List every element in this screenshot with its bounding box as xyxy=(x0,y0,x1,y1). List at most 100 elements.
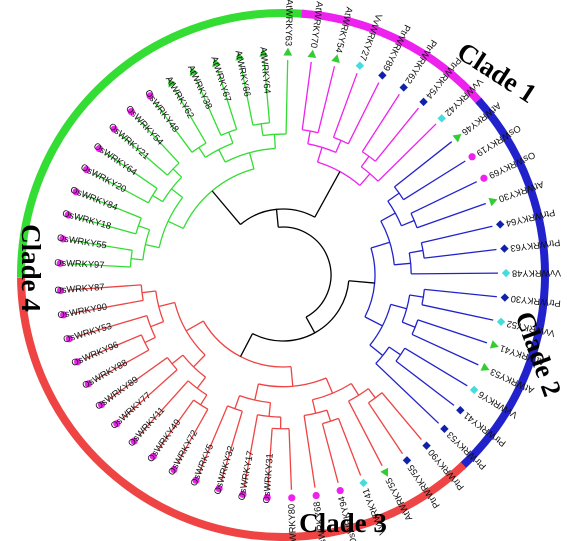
clade-4-branch-arc xyxy=(140,334,150,351)
clade-3-branch-arc xyxy=(410,213,418,228)
leaf-marker-triangle xyxy=(259,48,269,57)
clade-3-branch xyxy=(404,347,468,387)
clade-4-branch-arc xyxy=(155,290,165,322)
backbone-branch xyxy=(314,171,341,218)
clade-3-branch xyxy=(403,160,466,201)
leaf-marker-circle xyxy=(239,490,247,498)
clade-1-branch xyxy=(75,216,137,235)
clade-2-arc xyxy=(301,9,484,106)
clade-4-branch xyxy=(326,409,332,422)
clade-3-branch xyxy=(410,181,477,214)
leaf-marker-circle xyxy=(192,476,200,484)
clade-4-branch xyxy=(267,428,273,490)
clade-4-arc xyxy=(17,277,467,541)
leaf-marker-diamond xyxy=(456,406,465,415)
clade-2-branch xyxy=(359,173,371,186)
leaf-marker-triangle xyxy=(489,340,499,349)
clade-4-branch xyxy=(268,402,272,417)
leaf-marker-circle xyxy=(113,420,121,428)
clade-4-branch xyxy=(122,369,178,419)
clade-1-branch-arc xyxy=(252,122,270,126)
clade-3-branch xyxy=(416,202,486,229)
clade-4-branch xyxy=(185,320,204,332)
clade-1-branch-arc xyxy=(158,197,184,248)
clade-4-branch-arc xyxy=(312,382,352,401)
clade-1-branch xyxy=(198,147,206,158)
clade-3-branch xyxy=(387,192,400,202)
leaf-label: AtWRKY66 xyxy=(234,49,253,97)
backbone-branch xyxy=(211,190,241,225)
leaf-label: OsWRKY84 xyxy=(69,184,119,212)
clade-4-branch-arc xyxy=(322,417,339,425)
clade-2-branch xyxy=(377,123,437,182)
clade-4-branch xyxy=(107,357,168,401)
clade-4-branch xyxy=(150,321,164,328)
clade-3-branch xyxy=(424,288,497,298)
clade-1-branch xyxy=(68,263,131,268)
clade-4-branch xyxy=(198,405,229,474)
clade-4-branch-arc xyxy=(239,395,271,404)
clade-4-branch xyxy=(139,380,189,436)
clade-1-arc xyxy=(17,9,305,278)
leaf-marker-diamond xyxy=(500,293,510,302)
leaf-marker-triangle xyxy=(212,58,221,68)
clade-4-branch xyxy=(367,402,404,455)
clade-4-branch-arc xyxy=(174,302,206,356)
leaf-marker-circle xyxy=(56,259,64,267)
clade-3-branch-arc xyxy=(393,186,405,201)
leaf-marker-triangle xyxy=(307,49,317,59)
clade-2-branch xyxy=(307,130,311,144)
root-branch xyxy=(275,209,279,228)
clade-1-branch-arc xyxy=(224,147,276,163)
clade-3-branch xyxy=(411,333,479,366)
clade-3-branch xyxy=(370,241,390,249)
clade-4-branch xyxy=(311,399,317,414)
leaf-label: AtWRKY54 xyxy=(334,6,355,54)
clade-4-branch xyxy=(350,383,360,396)
clade-3-branch xyxy=(394,141,453,188)
clade-1-branch xyxy=(105,152,158,189)
clade-4-branch xyxy=(68,284,142,291)
clade-1-branch-arc xyxy=(220,128,237,136)
leaf-marker-circle xyxy=(215,485,223,493)
clade-2-branch xyxy=(335,140,342,153)
clade-1-branch xyxy=(260,123,264,136)
root-branch xyxy=(305,316,316,334)
clade-arcs xyxy=(17,9,549,541)
clade-4-branch xyxy=(177,408,209,463)
clade-3-branch xyxy=(401,321,416,328)
tree-branches xyxy=(68,60,498,490)
clade-3-branch xyxy=(421,304,494,321)
leaf-label: AtWRKY63 xyxy=(284,0,295,46)
clade-4-branch xyxy=(220,410,243,482)
leaf-markers xyxy=(56,47,511,502)
clade-3-branch xyxy=(375,362,440,424)
clade-1-branch xyxy=(70,239,133,251)
clade-4-branch xyxy=(84,334,142,360)
clade-4-branch-arc xyxy=(258,377,327,388)
clade-4-label: Clade 4 xyxy=(16,224,46,312)
clade-1-branch xyxy=(285,60,289,135)
clade-3-branch xyxy=(421,225,493,244)
leaf-marker-circle xyxy=(149,452,157,460)
clade-4-branch xyxy=(243,414,259,487)
clade-4-branch xyxy=(337,418,362,476)
clade-1-branch xyxy=(263,60,271,123)
clade-3-branch-arc xyxy=(375,346,390,364)
clade-1-branch xyxy=(217,69,238,130)
clade-4-branch xyxy=(71,299,144,315)
leaf-marker-diamond xyxy=(495,220,505,229)
clade-2-branch xyxy=(317,66,336,133)
leaf-label: OsWRKY32 xyxy=(212,445,236,496)
leaf-marker-circle xyxy=(64,211,72,219)
leaf-label: VvWRKY27 xyxy=(358,12,384,62)
clade-4-branch xyxy=(200,394,208,406)
clade-4-branch xyxy=(193,354,206,368)
leaf-marker-circle xyxy=(72,188,80,196)
backbone-arc xyxy=(252,280,350,342)
clade-3-label: Clade 3 xyxy=(299,508,387,538)
clade-3-arc xyxy=(458,97,549,470)
leaf-label: OsWRKY17 xyxy=(236,450,255,501)
leaf-marker-circle xyxy=(56,286,65,295)
clade-4-branch-arc xyxy=(166,357,178,371)
